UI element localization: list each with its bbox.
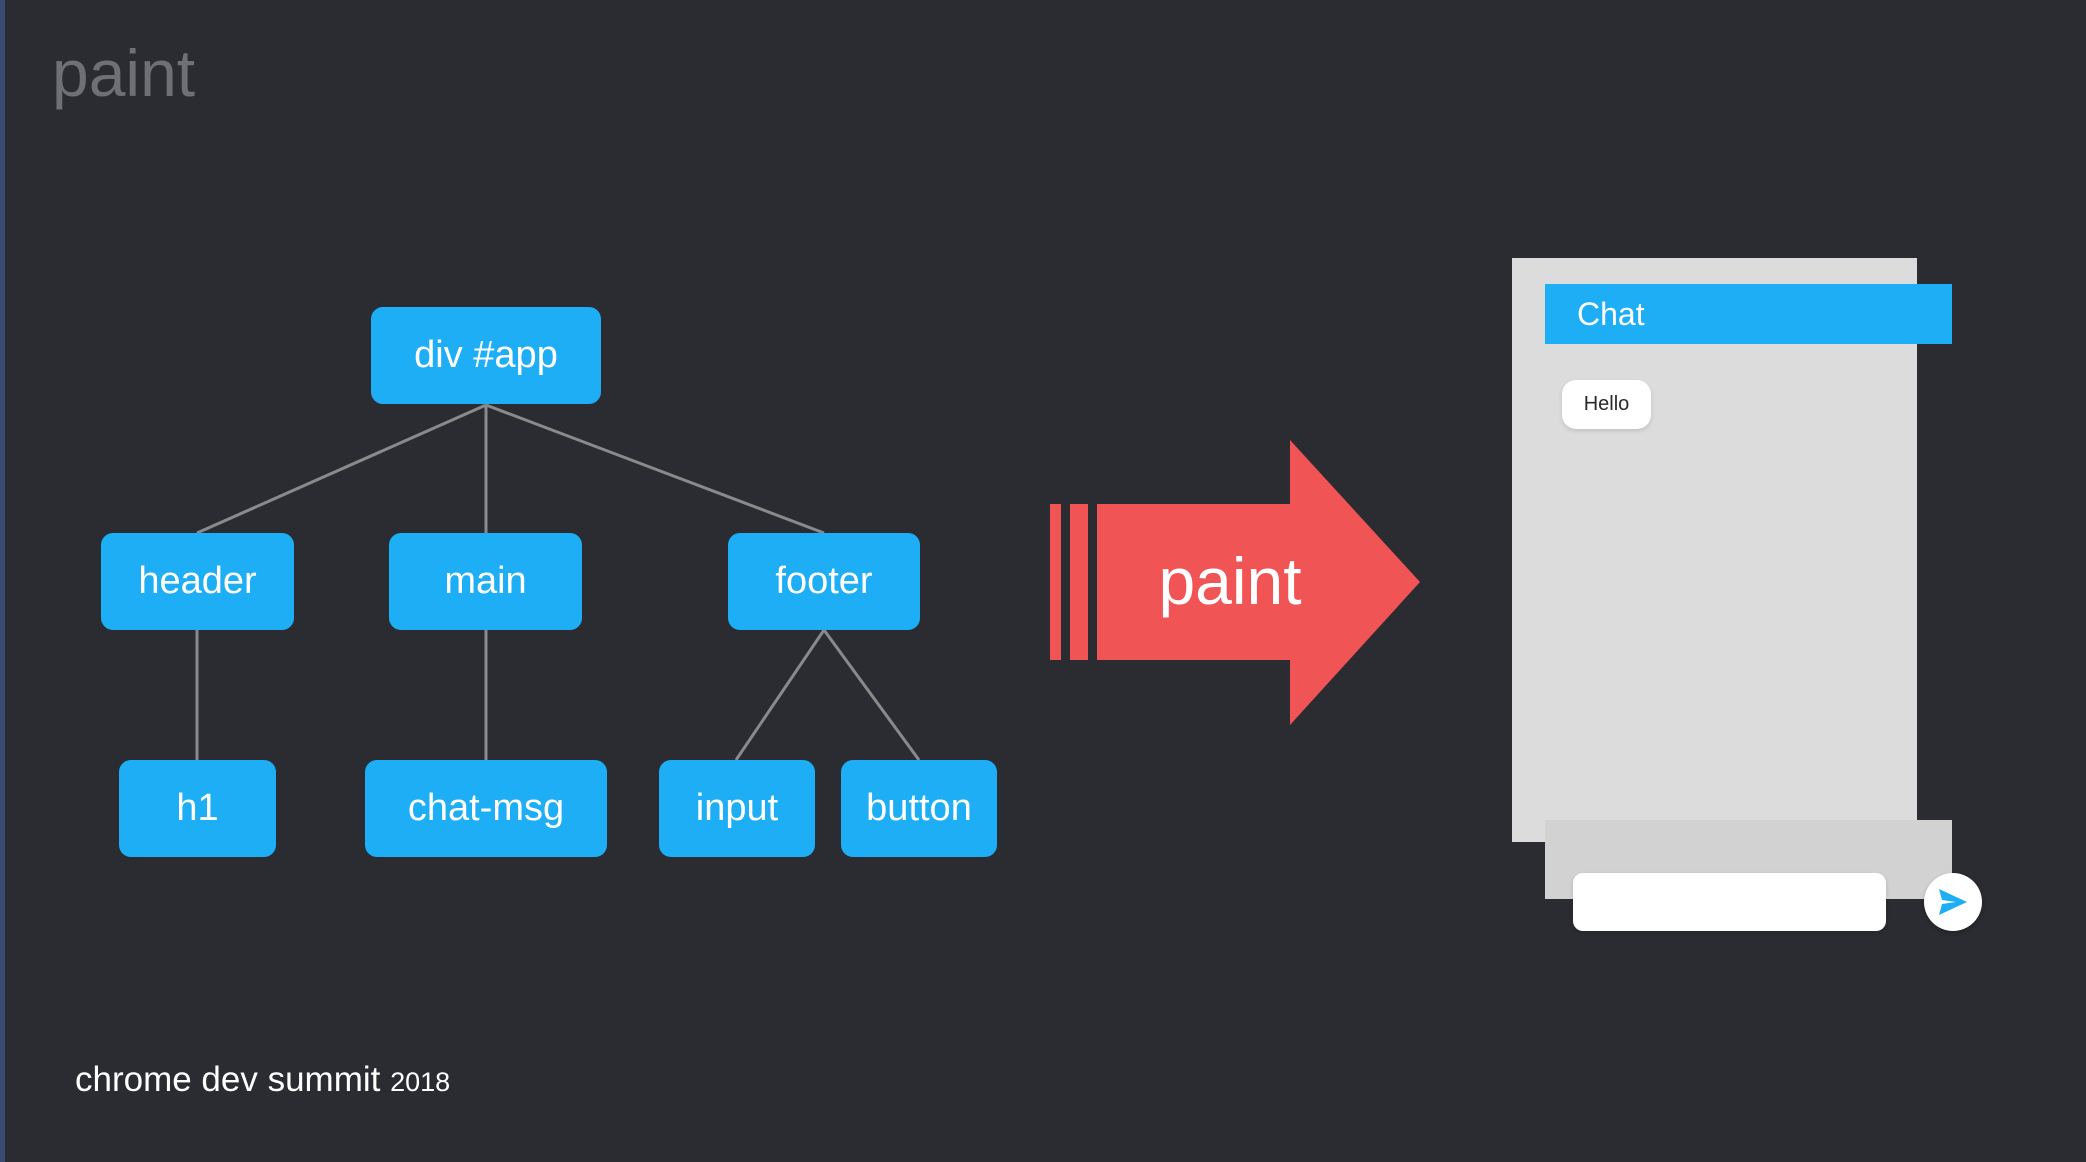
connector-app-footer [485,403,825,535]
connector-app-header [196,403,487,535]
connector-footer-button [822,629,921,761]
tree-node-chat-msg: chat-msg [365,760,607,857]
paint-arrow [1050,440,1420,725]
send-button[interactable] [1924,873,1982,931]
chat-message-bubble: Hello [1562,380,1651,429]
chat-header: Chat [1545,284,1952,344]
footer-branding: chrome dev summit 2018 [75,1062,450,1097]
chat-header-title: Chat [1577,296,1645,332]
arrow-body [1097,440,1420,725]
tree-node-footer: footer [728,533,920,630]
arrow-stripe-2 [1070,504,1088,660]
arrow-stripe-1 [1050,504,1061,660]
tree-node-header: header [101,533,294,630]
tree-node-div-app: div #app [371,307,601,404]
send-icon [1939,889,1967,915]
tree-node-h1: h1 [119,760,276,857]
slide-title: paint [52,36,196,110]
tree-node-main: main [389,533,582,630]
footer-brand-name: chrome dev summit [75,1060,381,1099]
chat-app-window [1512,258,1917,842]
paint-arrow-label: paint [1158,544,1302,618]
tree-node-input: input [659,760,815,857]
slide-left-edge [0,0,5,1162]
footer-year: 2018 [390,1067,451,1097]
tree-node-button: button [841,760,997,857]
message-input[interactable] [1573,873,1886,931]
connector-footer-input [734,629,826,761]
